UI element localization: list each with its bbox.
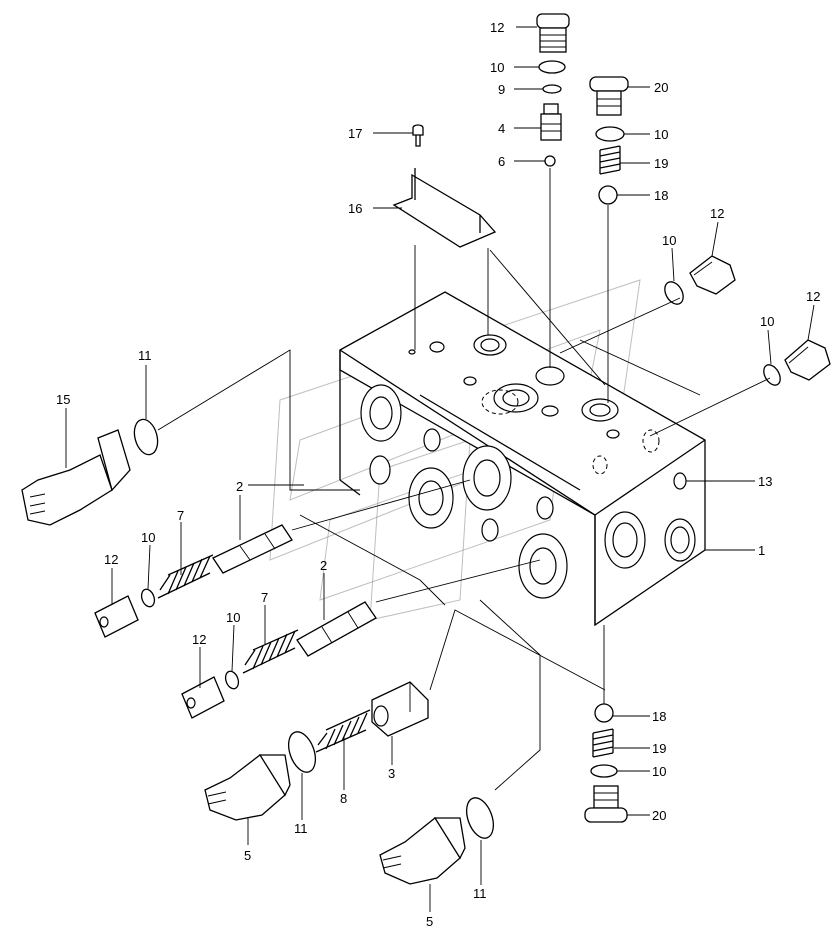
callout-label: 16 (348, 201, 362, 216)
callout-label: 7 (261, 590, 268, 605)
callout-label: 2 (236, 479, 243, 494)
callout-label: 10 (662, 233, 676, 248)
upper-spring-7 (157, 554, 214, 599)
lower-spool (296, 601, 377, 657)
callout-label: 9 (498, 82, 505, 97)
top-plug (536, 13, 570, 53)
assembly-lines (157, 168, 771, 791)
callout-label: 19 (654, 156, 668, 171)
left-relief-valve (21, 429, 131, 526)
callout-label: 10 (141, 530, 155, 545)
lower-plug (584, 785, 628, 823)
callout-label: 12 (710, 206, 724, 221)
left-oring-upper (140, 588, 156, 608)
callout-labels: 12 10 9 4 6 20 10 19 18 17 16 12 10 12 1… (56, 20, 820, 929)
piston-spring (315, 709, 371, 753)
callout-label: 10 (652, 764, 666, 779)
callout-label: 20 (654, 80, 668, 95)
lower-oring (590, 764, 618, 778)
callout-label: 12 (104, 552, 118, 567)
upper-plug (589, 76, 629, 116)
right-plug-upper (689, 255, 736, 295)
upper-spool (212, 524, 293, 574)
lower-spring (592, 728, 614, 758)
nameplate (392, 168, 497, 248)
right-oring-upper (664, 281, 684, 305)
piston (371, 681, 429, 737)
lower-oring-left (287, 731, 317, 773)
lower-ball (594, 703, 614, 723)
callout-label: 18 (654, 188, 668, 203)
callout-label: 8 (340, 791, 347, 806)
callout-label: 7 (177, 508, 184, 523)
leader-lines (65, 26, 815, 912)
callout-label: 11 (138, 348, 152, 363)
callout-label: 15 (56, 392, 70, 407)
callout-label: 2 (320, 558, 327, 573)
top-valve-poppet (540, 103, 562, 141)
upper-ball (598, 185, 618, 205)
top-backup-ring (542, 84, 562, 94)
plate-screw (412, 124, 424, 147)
lower-spring-7 (242, 629, 299, 674)
right-plug-lower (784, 339, 831, 381)
callout-label: 19 (652, 741, 666, 756)
upper-spring (599, 145, 621, 175)
callout-label: 12 (490, 20, 504, 35)
left-oring-lower (224, 670, 240, 690)
lower-fitting-left (204, 754, 291, 821)
callout-label: 12 (806, 289, 820, 304)
callout-label: 5 (426, 914, 433, 929)
upper-oring (595, 126, 625, 142)
callout-label: 18 (652, 709, 666, 724)
top-ball (544, 155, 556, 167)
lower-fitting-right (379, 817, 466, 885)
callout-label: 5 (244, 848, 251, 863)
callout-label: 10 (760, 314, 774, 329)
right-oring-lower (763, 364, 781, 386)
callout-label: 13 (758, 474, 772, 489)
top-oring (538, 60, 566, 74)
callout-label: 11 (294, 821, 308, 836)
callout-label: 10 (654, 127, 668, 142)
callout-label: 10 (226, 610, 240, 625)
callout-label: 11 (473, 886, 487, 901)
callout-label: 4 (498, 121, 505, 136)
callout-label: 6 (498, 154, 505, 169)
left-plug-upper (94, 595, 139, 638)
callout-label: 12 (192, 632, 206, 647)
left-oring (133, 418, 159, 456)
lower-oring-right (465, 797, 495, 839)
left-plug-lower (181, 676, 225, 719)
callout-label: 17 (348, 126, 362, 141)
callout-label: 3 (388, 766, 395, 781)
callout-label: 20 (652, 808, 666, 823)
callout-label: 1 (758, 543, 765, 558)
callout-label: 10 (490, 60, 504, 75)
